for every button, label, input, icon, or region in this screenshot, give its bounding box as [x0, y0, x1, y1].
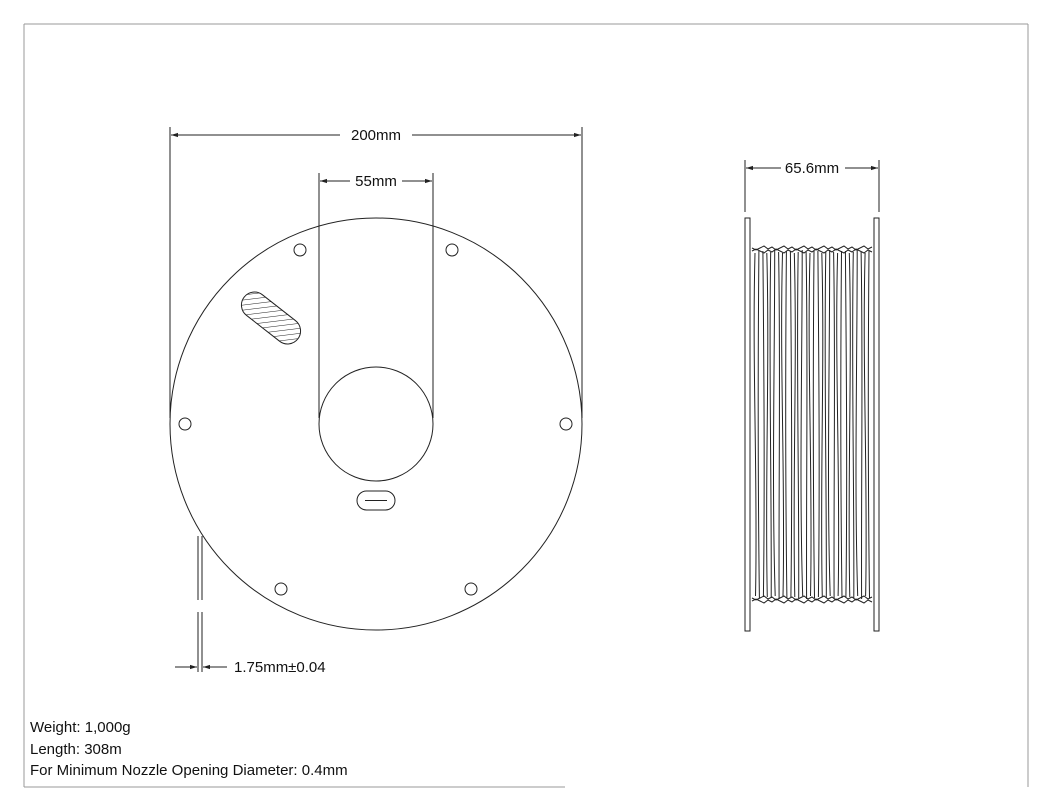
spool-flange: [169, 217, 583, 631]
weight-spec: Weight: 1,000g: [30, 719, 131, 736]
filament-winding: [762, 250, 765, 598]
filament-winding: [844, 250, 848, 598]
nozzle-spec: For Minimum Nozzle Opening Diameter: 0.4…: [30, 762, 348, 779]
side-flange-left: [744, 217, 751, 632]
filament-winding: [855, 249, 859, 597]
hatched-slot: [240, 291, 302, 345]
filament-winding: [789, 250, 793, 598]
spool-front-view: [169, 217, 583, 631]
length-spec: Length: 308m: [30, 740, 122, 758]
filament-winding: [867, 250, 870, 599]
filament-winding: [805, 251, 808, 600]
filament-windings: [751, 245, 873, 604]
filament-winding: [840, 250, 843, 599]
filament-winding: [769, 251, 772, 599]
filament-winding: [757, 250, 760, 599]
hub-hole: [318, 366, 434, 482]
filament-strand: [197, 536, 203, 672]
filament-winding: [833, 251, 836, 600]
winding-bottom-edge: [751, 595, 873, 601]
filament-winding: [863, 252, 867, 597]
mount-hole-top-left: [293, 243, 307, 257]
drawing-frame: [23, 23, 1029, 788]
filament-winding: [781, 252, 785, 597]
dimension-65-6mm: [744, 160, 880, 212]
bottom-slot: [356, 490, 396, 511]
filament-winding: [766, 252, 769, 598]
winding-top-edge: [751, 248, 873, 254]
dimension-55mm: [318, 173, 434, 418]
filament-winding: [836, 252, 840, 597]
mount-hole-top-right: [445, 243, 459, 257]
filament-winding: [821, 252, 824, 598]
filament-winding: [800, 249, 804, 597]
spool-side-view: [744, 217, 880, 632]
filament-winding: [828, 249, 831, 597]
dimension-200mm: [169, 127, 583, 418]
filament-winding: [817, 250, 820, 598]
dimension-label-55mm: 55mm: [355, 173, 397, 190]
dimension-label-200mm: 200mm: [351, 127, 401, 144]
filament-winding: [824, 251, 827, 599]
dimension-label-filament-diameter: 1.75mm±0.04: [234, 659, 326, 676]
filament-winding: [778, 251, 781, 600]
filament-winding: [808, 252, 812, 597]
side-flange-right: [873, 217, 880, 632]
mount-hole-left: [178, 417, 192, 431]
filament-winding: [848, 252, 851, 598]
filament-winding: [812, 250, 815, 599]
filament-winding: [773, 249, 776, 597]
winding-bottom-edge: [751, 598, 873, 604]
spec-notes: Weight: 1,000g Length: 308m For Minimum …: [30, 717, 348, 782]
mount-hole-right: [559, 417, 573, 431]
mount-hole-bottom-left: [274, 582, 288, 596]
filament-winding: [753, 252, 757, 597]
dimension-label-65-6mm: 65.6mm: [785, 160, 839, 177]
filament-winding: [860, 251, 863, 600]
filament-winding: [797, 251, 800, 599]
mount-hole-bottom-right: [464, 582, 478, 596]
winding-top-edge: [751, 245, 873, 251]
filament-winding: [793, 252, 796, 598]
filament-winding: [852, 251, 855, 599]
filament-winding: [785, 250, 788, 599]
